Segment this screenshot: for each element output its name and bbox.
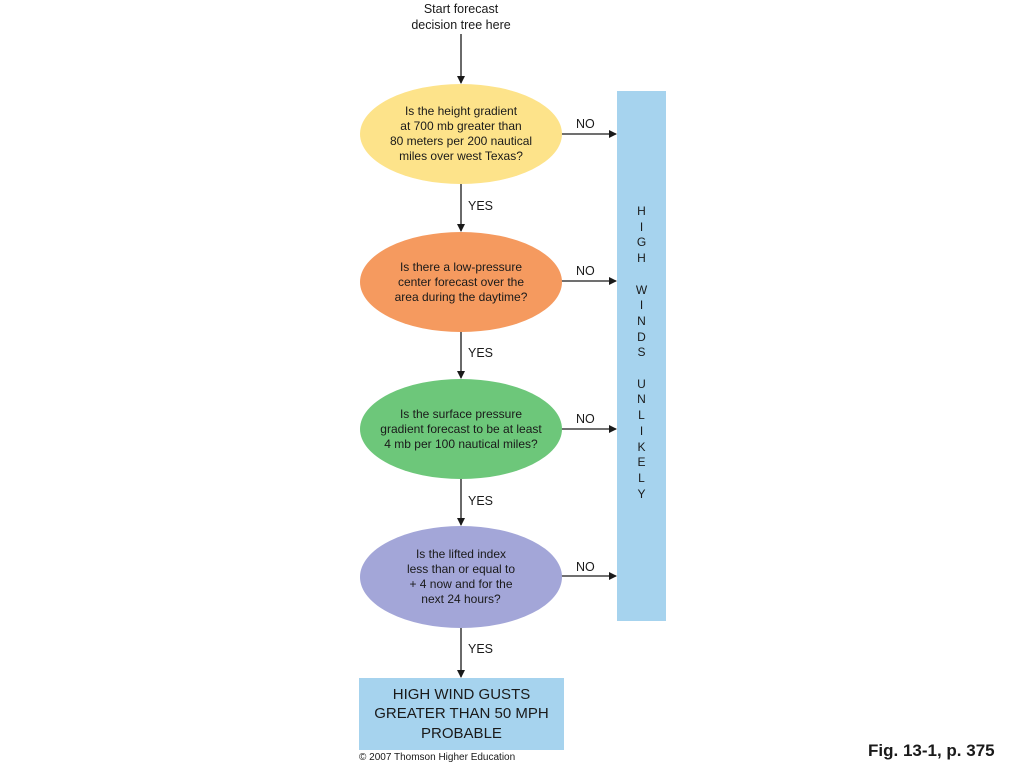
- sidebar-letter: [617, 361, 666, 377]
- sidebar-letter: W: [635, 282, 648, 297]
- sidebar-letter: I: [639, 219, 644, 234]
- figure-reference: Fig. 13-1, p. 375: [868, 741, 995, 760]
- no-label: NO: [576, 117, 595, 131]
- question-height-gradient: Is the height gradient at 700 mb greater…: [360, 84, 562, 184]
- yes-label: YES: [468, 346, 494, 360]
- question-low-pressure: Is there a low-pressure center forecast …: [360, 232, 562, 332]
- copyright-credit: © 2007 Thomson Higher Education: [359, 752, 516, 763]
- sidebar-letter: I: [639, 423, 644, 438]
- yes-label: YES: [468, 494, 494, 508]
- question-line: next 24 hours?: [421, 592, 501, 606]
- sidebar-letter: H: [637, 204, 646, 218]
- question-line: miles over west Texas?: [399, 149, 523, 163]
- question-lifted-index: Is the lifted index less than or equal t…: [360, 526, 562, 628]
- question-line: Is the height gradient: [404, 104, 518, 118]
- sidebar-letter: K: [637, 439, 646, 454]
- sidebar-letter: G: [636, 235, 647, 250]
- sidebar-letter: E: [637, 455, 646, 470]
- question-line: center forecast over the: [397, 274, 525, 289]
- no-label: NO: [576, 264, 595, 278]
- result-line: PROBABLE: [421, 724, 502, 742]
- sidebar-letter: N: [637, 313, 646, 328]
- question-line: Is there a low-pressure: [399, 259, 523, 274]
- no-label: NO: [576, 560, 595, 574]
- sidebar-letter: L: [638, 470, 645, 485]
- start-line: decision tree here: [411, 18, 511, 32]
- start-label: Start forecast decision tree here: [380, 1, 542, 33]
- question-line: less than or equal to: [406, 562, 516, 576]
- question-line: at 700 mb greater than: [400, 119, 522, 133]
- question-surface-pressure: Is the surface pressure gradient forecas…: [360, 379, 562, 479]
- start-line: Start forecast: [423, 2, 499, 16]
- no-label: NO: [576, 412, 595, 426]
- result-line: GREATER THAN 50 MPH: [374, 705, 549, 723]
- result-line: HIGH WIND GUSTS: [392, 685, 531, 703]
- sidebar-letter: N: [637, 392, 646, 407]
- question-line: area during the daytime?: [394, 289, 528, 304]
- question-line: 4 mb per 100 nautical miles?: [384, 436, 538, 451]
- sidebar-letter: U: [637, 376, 646, 391]
- sidebar-letter: D: [637, 329, 646, 344]
- result-high-wind-gusts: HIGH WIND GUSTS GREATER THAN 50 MPH PROB…: [359, 678, 564, 750]
- yes-label: YES: [468, 642, 494, 656]
- sidebar-letter: I: [639, 298, 644, 313]
- question-line: + 4 now and for the: [409, 577, 513, 591]
- sidebar-letter: H: [637, 251, 646, 266]
- sidebar-letter: L: [638, 408, 645, 423]
- question-line: gradient forecast to be at least: [380, 421, 542, 436]
- sidebar-letter: S: [637, 345, 646, 360]
- question-line: 80 meters per 200 nautical: [389, 134, 533, 148]
- yes-label: YES: [468, 199, 494, 213]
- question-line: Is the lifted index: [415, 547, 507, 561]
- sidebar-letter: [617, 267, 666, 283]
- sidebar-letter: Y: [637, 486, 646, 501]
- question-line: Is the surface pressure: [399, 406, 523, 421]
